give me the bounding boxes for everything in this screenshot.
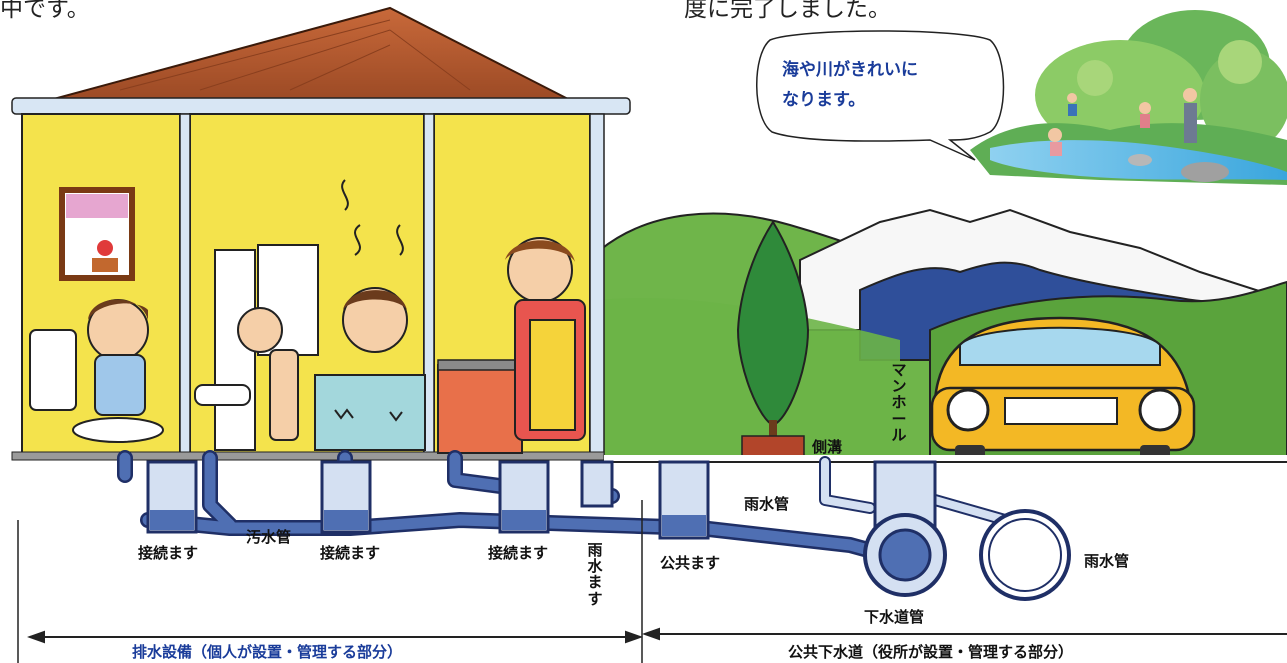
street-objects (736, 220, 1196, 465)
manhole (863, 460, 1071, 601)
river-scene (970, 10, 1287, 185)
speech-bubble-line1: 海や川がきれいに (782, 60, 918, 80)
label-rain-pipe-upper: 雨水管 (744, 495, 790, 513)
car (930, 316, 1196, 465)
gutter (11, 97, 631, 115)
label-manhole: マンホール (891, 361, 907, 444)
footer-public-section: 公共下水道（役所が設置・管理する部分） (788, 643, 1074, 661)
label-joint-box-3: 接続ます (488, 544, 549, 562)
label-joint-box-2: 接続ます (320, 544, 381, 562)
house (11, 6, 631, 497)
top-text-left: 中です。 (0, 0, 90, 22)
label-side-ditch: 側溝 (812, 438, 843, 456)
section-arrows (17, 500, 1287, 663)
footer-private-section: 排水設備（個人が設置・管理する部分） (132, 643, 403, 661)
label-sewer-main: 下水道管 (864, 608, 925, 626)
label-rain-pipe-right: 雨水管 (1084, 552, 1130, 570)
planter (741, 435, 805, 457)
joint-boxes (146, 460, 710, 540)
top-text-right: 度に完了しました。 (684, 0, 891, 22)
speech-bubble-line2: なります。 (782, 90, 866, 110)
downpipe (589, 113, 605, 497)
label-joint-box-1: 接続ます (138, 544, 199, 562)
label-rain-box: 雨水ます (587, 541, 603, 608)
speech-bubble (756, 30, 1005, 161)
roof (49, 6, 571, 101)
label-sewage-pipe: 汚水管 (246, 528, 292, 546)
label-public-box: 公共ます (660, 554, 721, 572)
